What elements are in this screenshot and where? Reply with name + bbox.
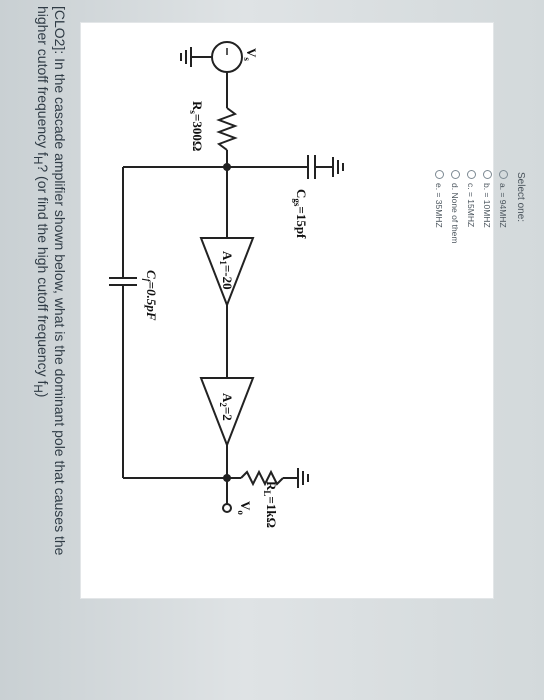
question-line-2-middle: ? (or find the high cutoff frequency f <box>35 164 51 385</box>
option-b[interactable]: b. = 10MHZ <box>482 170 492 228</box>
label-amp1: A1=-20 <box>218 251 235 290</box>
option-b-label: b. = 10MHZ <box>482 183 492 228</box>
select-one-label: Select one: <box>515 172 526 223</box>
question-card: Vs Rs=300Ω Cgs=15pf A1=-20 A2=2 Cf=0.5pF… <box>80 22 494 599</box>
question-line-2-start: higher cutoff frequency f <box>35 6 51 156</box>
amp1-triangle-icon <box>199 237 255 308</box>
node-dot-output <box>223 474 231 482</box>
amp2-triangle-icon <box>199 377 255 448</box>
label-cf: Cf=0.5pF <box>142 270 159 321</box>
option-a-label: a. = 94MHZ <box>498 183 508 228</box>
resistor-rs-icon <box>216 107 238 151</box>
radio-icon[interactable] <box>435 170 444 179</box>
label-rl: RL=1kΩ <box>262 481 279 528</box>
radio-icon[interactable] <box>467 170 476 179</box>
label-cgs: Cgs=15pf <box>292 189 309 239</box>
question-line-2: higher cutoff frequency f H? (or find the… <box>29 6 51 686</box>
question-text: [CLO2]: In the cascade amplifier shown b… <box>29 6 68 686</box>
option-e[interactable]: e. = 35MHZ <box>434 170 444 228</box>
question-line-2-end: ) <box>35 392 51 398</box>
resistor-rl-icon <box>240 469 284 487</box>
option-d[interactable]: d. None of them <box>450 170 460 243</box>
radio-icon[interactable] <box>483 170 492 179</box>
label-vs: Vs <box>242 48 259 61</box>
node-dot-input <box>223 163 231 171</box>
option-c-label: c. = 15MHZ <box>466 183 476 228</box>
radio-icon[interactable] <box>451 170 460 179</box>
voltage-source-icon <box>211 41 243 73</box>
output-terminal-icon <box>222 503 232 513</box>
radio-icon[interactable] <box>499 170 508 179</box>
option-a[interactable]: a. = 94MHZ <box>498 170 508 228</box>
label-vo: Vo <box>236 501 253 515</box>
option-c[interactable]: c. = 15MHZ <box>466 170 476 227</box>
circuit-diagram: Vs Rs=300Ω Cgs=15pf A1=-20 A2=2 Cf=0.5pF… <box>109 41 344 528</box>
option-e-label: e. = 35MHZ <box>434 183 444 228</box>
question-sub-h2: H <box>31 384 45 393</box>
option-d-label: d. None of them <box>450 183 460 244</box>
label-amp2: A2=2 <box>218 393 235 421</box>
question-line-1: [CLO2]: In the cascade amplifier shown b… <box>52 6 68 556</box>
label-rs: Rs=300Ω <box>188 101 205 151</box>
